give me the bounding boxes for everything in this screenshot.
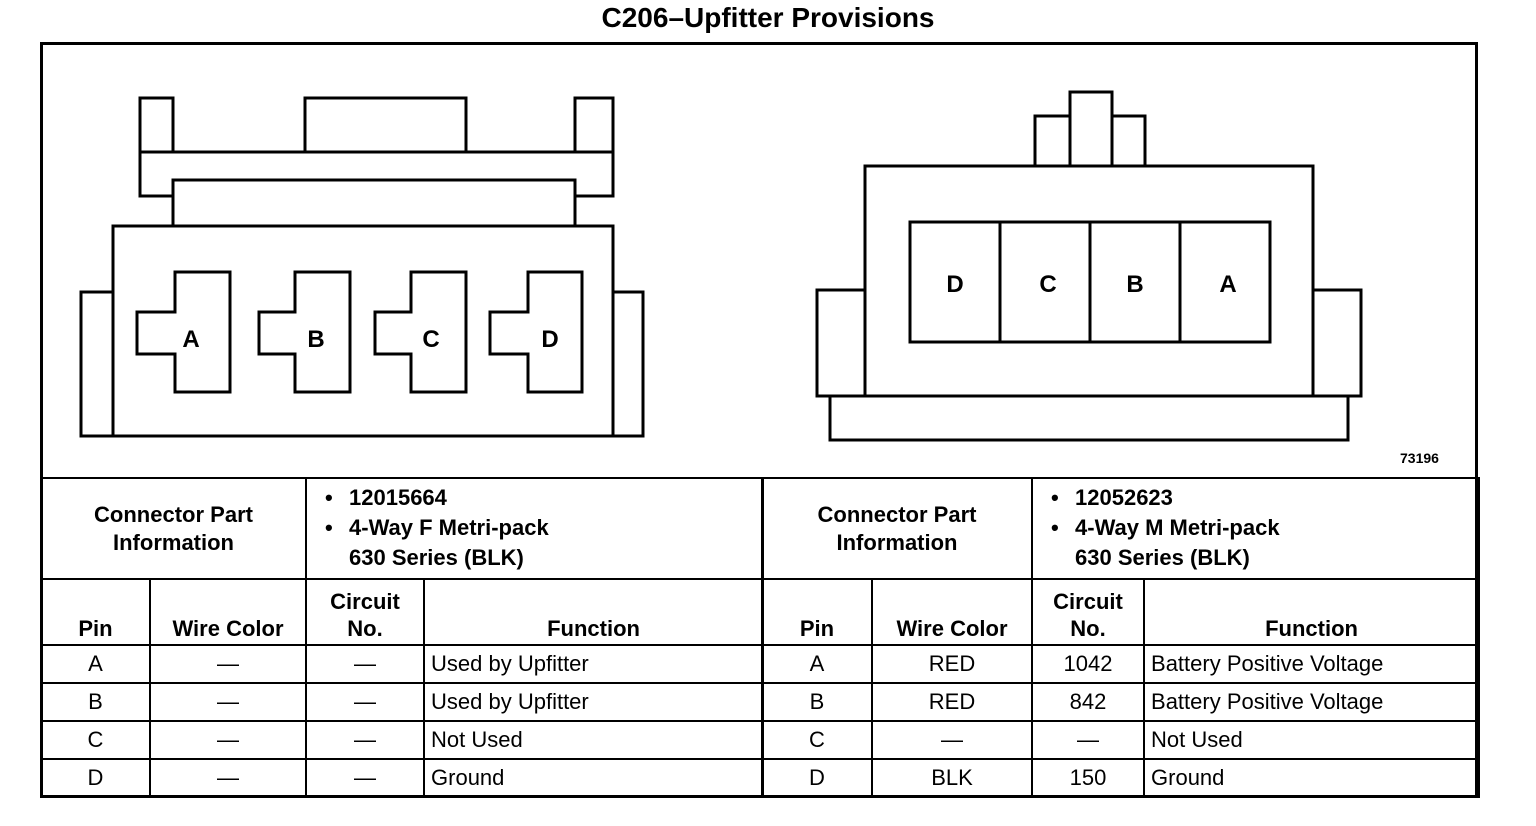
table-row: C — — Not Used — [40, 720, 765, 760]
pin-cell: B — [761, 682, 873, 722]
left-cavity-a: A — [135, 270, 232, 394]
right-cavity-label: D — [946, 271, 963, 298]
left-header-pin: Pin — [40, 578, 151, 646]
wire-color-cell: BLK — [870, 758, 1034, 798]
table-row: A — — Used by Upfitter — [40, 644, 765, 684]
right-cavity-b: B — [1088, 220, 1182, 344]
function-cell: Not Used — [423, 720, 765, 760]
pin-cell: D — [40, 758, 151, 798]
right-cavity-label: C — [1039, 271, 1056, 298]
table-row: B RED 842 Battery Positive Voltage — [761, 682, 1481, 722]
left-part-desc-1: 4-Way F Metri-pack — [313, 513, 756, 543]
left-header-function: Function — [423, 578, 765, 646]
right-part-desc-1: 4-Way M Metri-pack — [1039, 513, 1472, 543]
left-cavity-label: B — [307, 326, 324, 353]
function-cell: Ground — [1143, 758, 1481, 798]
left-cavity-label: C — [422, 326, 439, 353]
table-row: A RED 1042 Battery Positive Voltage — [761, 644, 1481, 684]
pin-cell: A — [761, 644, 873, 684]
connector-diagram: A B C D D C B — [79, 90, 1363, 442]
right-cavity-d: D — [908, 220, 1002, 344]
function-cell: Ground — [423, 758, 765, 798]
right-connector-table: Connector Part Information 12052623 4-Wa… — [760, 477, 1481, 798]
right-part-number: 12052623 — [1039, 483, 1472, 513]
function-cell: Battery Positive Voltage — [1143, 644, 1481, 684]
circuit-cell: — — [305, 644, 426, 684]
left-cavity-label: A — [182, 326, 199, 353]
wire-color-cell: — — [870, 720, 1034, 760]
left-part-info: 12015664 4-Way F Metri-pack 630 Series (… — [305, 477, 765, 580]
pin-cell: A — [40, 644, 151, 684]
circuit-cell: — — [305, 682, 426, 722]
function-cell: Used by Upfitter — [423, 682, 765, 722]
wire-color-cell: — — [148, 720, 308, 760]
wire-color-cell: RED — [870, 682, 1034, 722]
left-header-circuit: Circuit No. — [305, 578, 426, 646]
circuit-cell: — — [1031, 720, 1146, 760]
pin-cell: C — [761, 720, 873, 760]
table-row: D — — Ground — [40, 758, 765, 798]
right-header-wire-color: Wire Color — [870, 578, 1034, 646]
right-part-info-row: Connector Part Information 12052623 4-Wa… — [760, 477, 1481, 580]
pin-cell: D — [761, 758, 873, 798]
right-header-pin: Pin — [761, 578, 873, 646]
left-part-number: 12015664 — [313, 483, 756, 513]
wire-color-cell: — — [148, 644, 308, 684]
function-cell: Battery Positive Voltage — [1143, 682, 1481, 722]
left-column-header-row: Pin Wire Color Circuit No. Function — [40, 578, 765, 646]
function-cell: Used by Upfitter — [423, 644, 765, 684]
right-cavity-label: B — [1126, 271, 1143, 298]
left-part-info-row: Connector Part Information 12015664 4-Wa… — [39, 477, 765, 580]
right-connector-drawing: D C B A — [815, 90, 1363, 442]
wire-color-cell: RED — [870, 644, 1034, 684]
circuit-cell: 1042 — [1031, 644, 1146, 684]
page-title: C206–Upfitter Provisions — [601, 2, 935, 33]
left-header-wire-color: Wire Color — [148, 578, 308, 646]
right-column-header-row: Pin Wire Color Circuit No. Function — [761, 578, 1481, 646]
right-cavity-c: C — [998, 220, 1092, 344]
left-part-desc-2: 630 Series (BLK) — [349, 545, 524, 570]
right-part-info: 12052623 4-Way M Metri-pack 630 Series (… — [1031, 477, 1481, 580]
right-header-function: Function — [1143, 578, 1481, 646]
wire-color-cell: — — [148, 758, 308, 798]
function-cell: Not Used — [1143, 720, 1481, 760]
figure-number: 73196 — [1400, 450, 1439, 466]
right-cavity-a: A — [1178, 220, 1272, 344]
wire-color-cell: — — [148, 682, 308, 722]
right-cavity-label: A — [1219, 271, 1236, 298]
circuit-cell: 842 — [1031, 682, 1146, 722]
circuit-cell: — — [305, 758, 426, 798]
circuit-cell: 150 — [1031, 758, 1146, 798]
right-part-desc-2: 630 Series (BLK) — [1075, 545, 1250, 570]
left-cavity-d: D — [488, 270, 584, 394]
pin-cell: B — [40, 682, 151, 722]
circuit-cell: — — [305, 720, 426, 760]
right-header-circuit: Circuit No. — [1031, 578, 1146, 646]
table-row: C — — Not Used — [761, 720, 1481, 760]
left-connector-drawing: A B C D — [79, 96, 645, 438]
table-row: D BLK 150 Ground — [761, 758, 1481, 798]
pin-cell: C — [40, 720, 151, 760]
left-cavity-label: D — [541, 326, 558, 353]
left-cavity-b: B — [257, 270, 352, 394]
left-info-label: Connector Part Information — [39, 477, 308, 580]
right-info-label: Connector Part Information — [760, 477, 1034, 580]
table-row: B — — Used by Upfitter — [40, 682, 765, 722]
left-connector-table: Connector Part Information 12015664 4-Wa… — [39, 477, 765, 798]
left-cavity-c: C — [373, 270, 468, 394]
